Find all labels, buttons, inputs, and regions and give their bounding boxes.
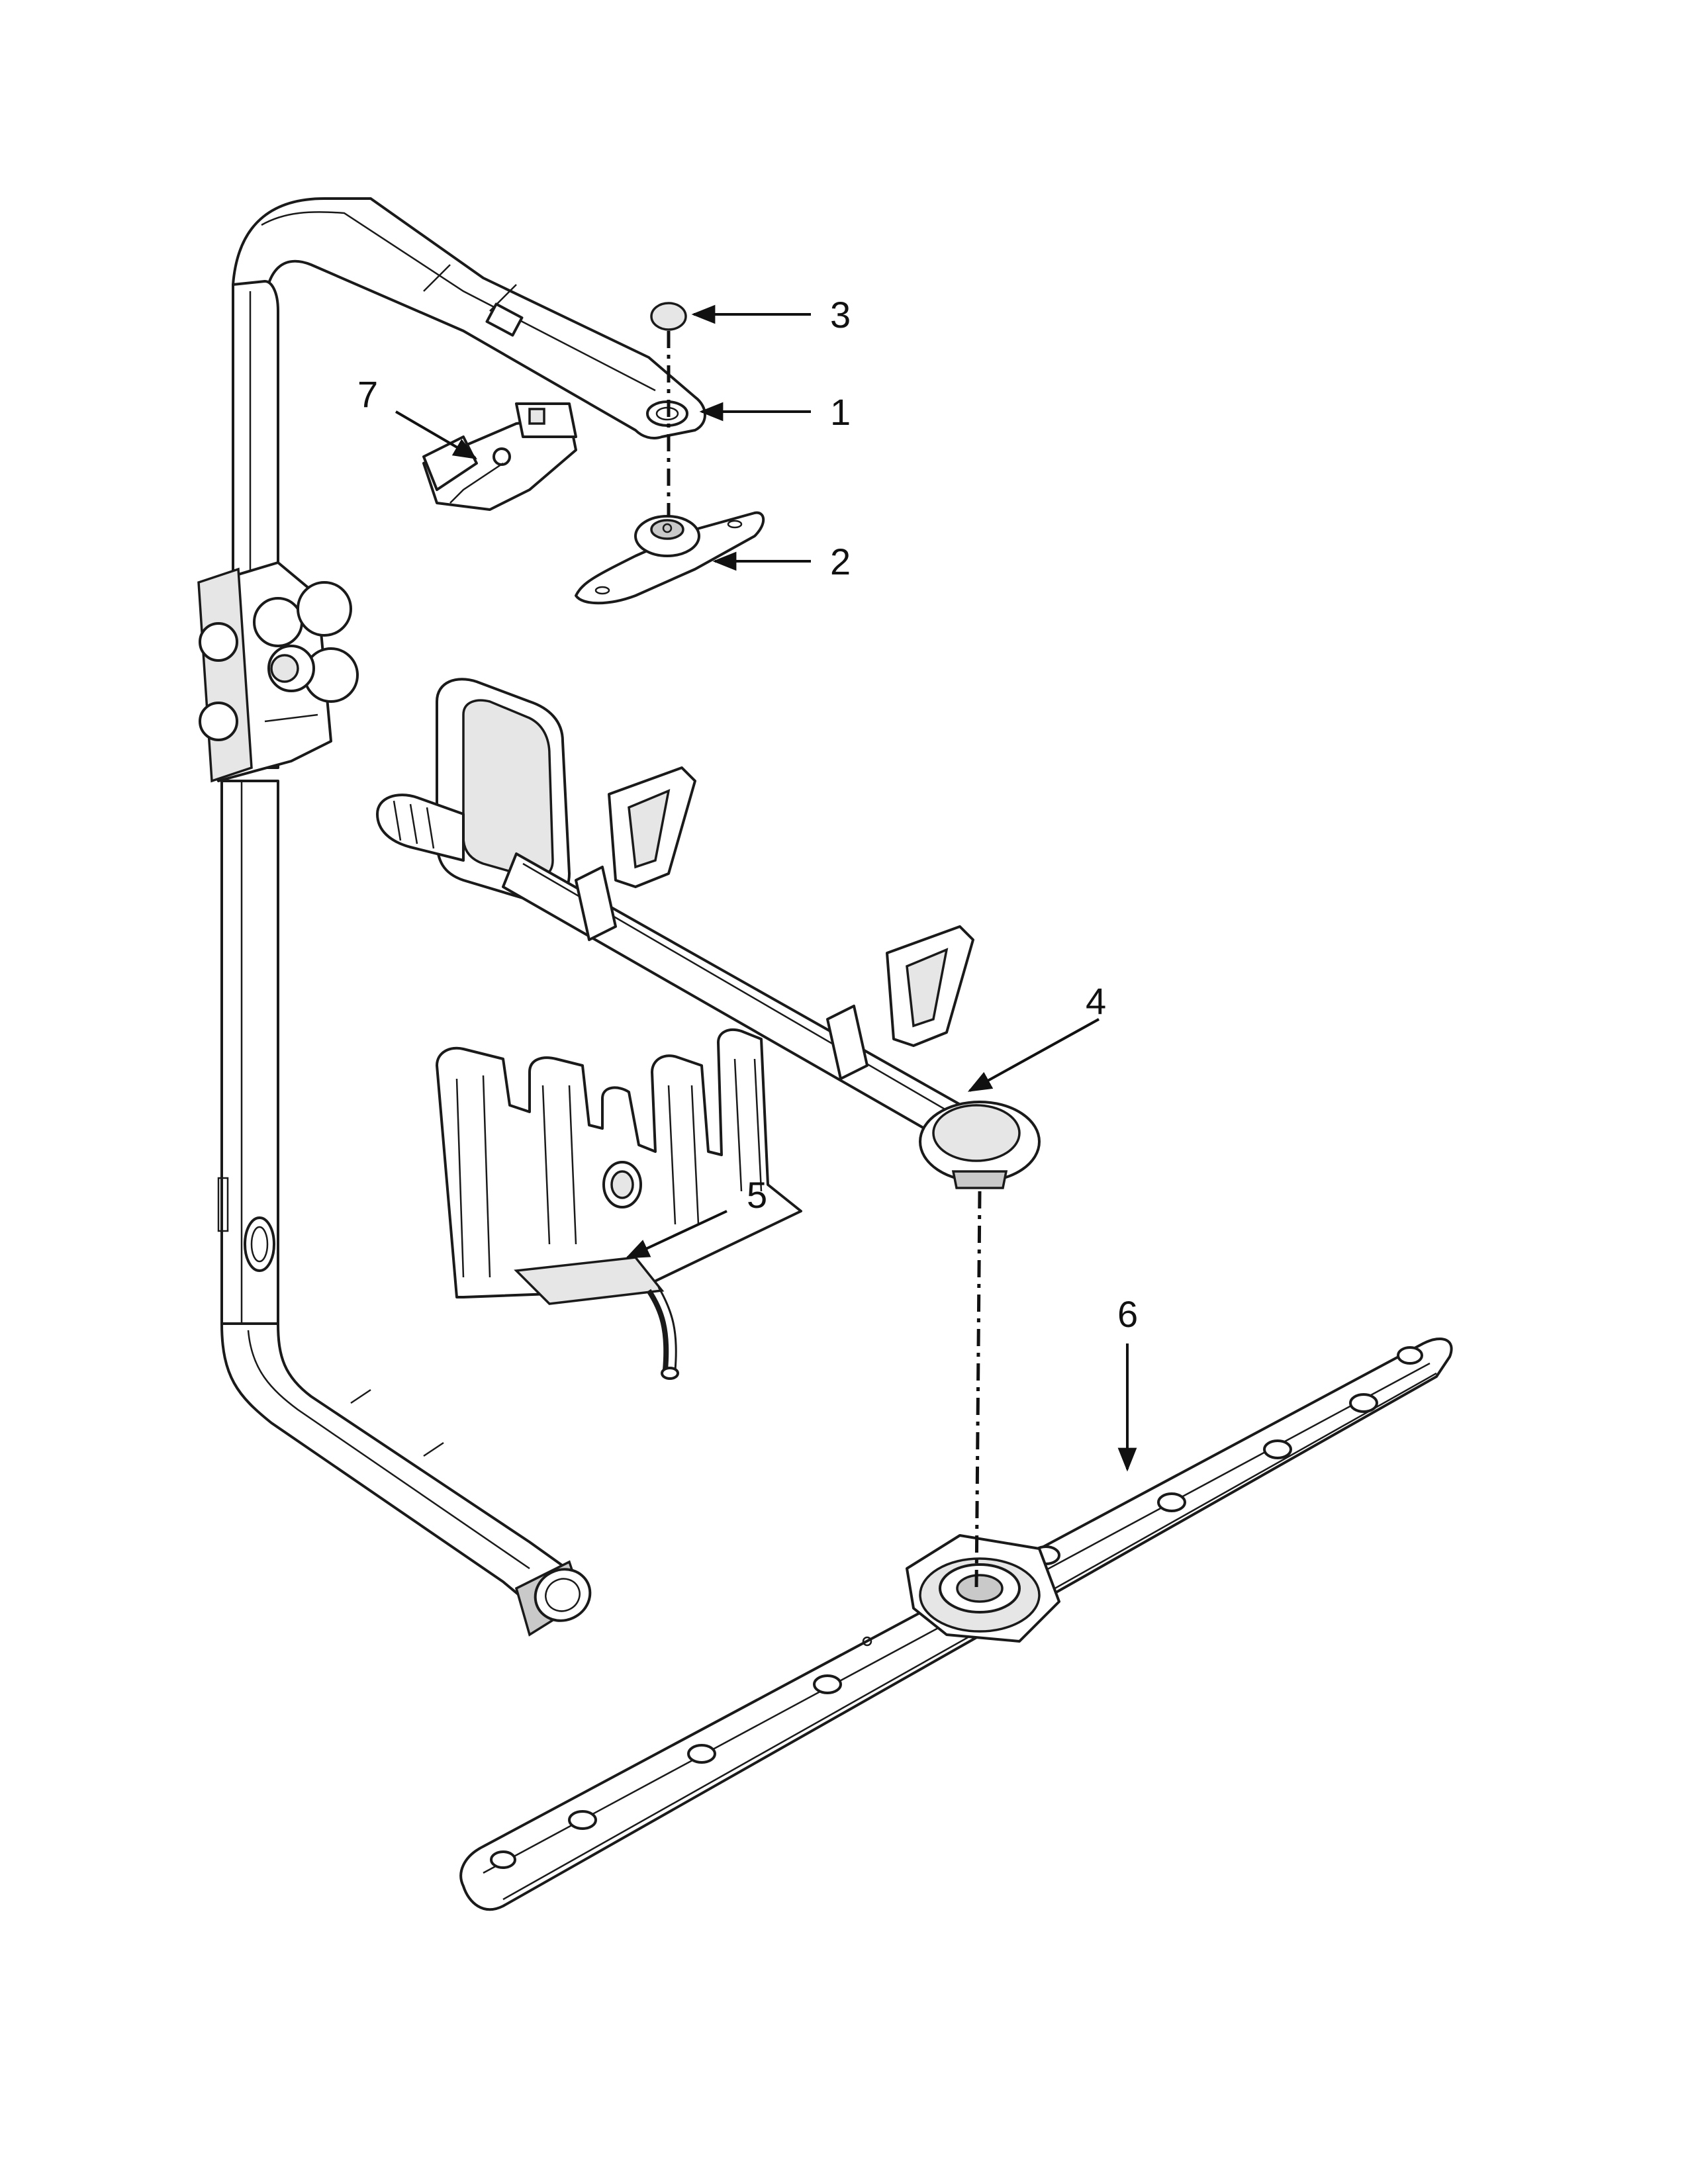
part-6-lower-spray-arm [459, 1337, 1453, 1911]
callout-6: 6 [1117, 1293, 1138, 1335]
part-3-cap [650, 302, 687, 331]
assembly-centerlines [667, 331, 982, 1589]
part-5-spray-fingers [436, 1028, 802, 1380]
callout-leaders [395, 304, 1137, 1472]
leader-7 [395, 410, 478, 459]
tube-mounting-bracket [197, 561, 359, 783]
leader-4 [967, 1018, 1100, 1092]
callout-7: 7 [357, 373, 378, 415]
part-2-mount-plate [575, 511, 765, 605]
callout-5: 5 [747, 1174, 767, 1216]
callout-3: 3 [830, 294, 851, 336]
callout-labels: 3 1 2 7 4 5 6 [357, 294, 1138, 1335]
callout-1: 1 [830, 391, 851, 433]
callout-2: 2 [830, 541, 851, 582]
supply-conduit [217, 197, 706, 1637]
part-7-bracket [422, 402, 577, 511]
part-4-spray-manifold [376, 678, 1041, 1189]
callout-4: 4 [1086, 980, 1106, 1022]
leader-5 [625, 1210, 727, 1259]
